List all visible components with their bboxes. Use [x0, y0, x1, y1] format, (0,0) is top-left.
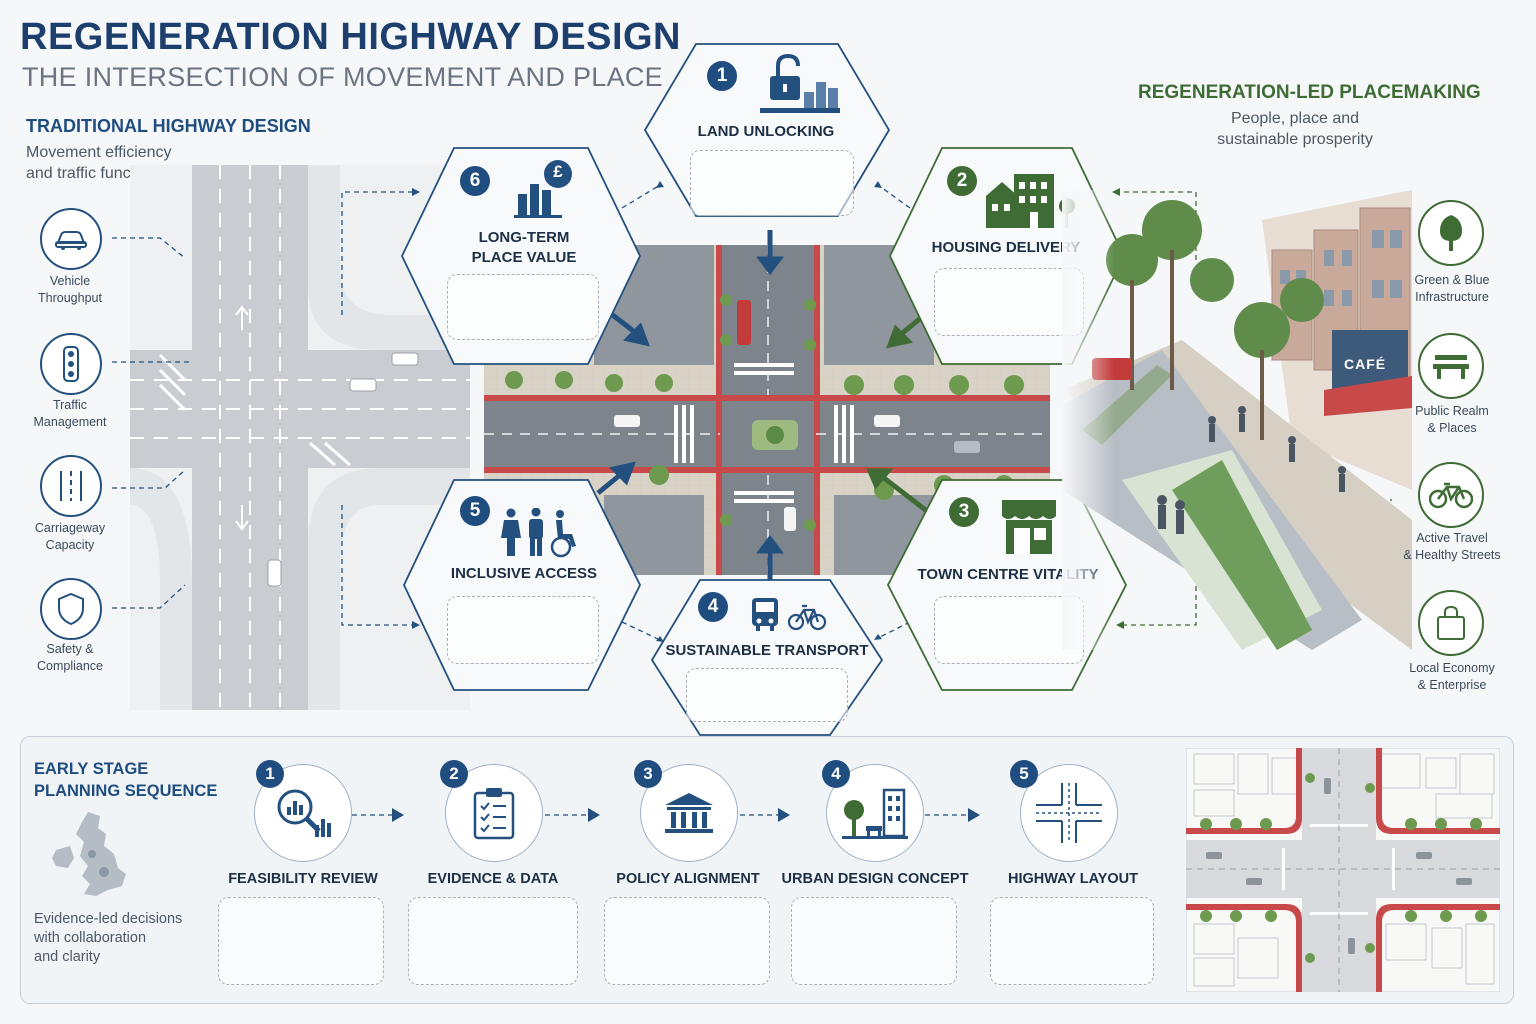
lanes-icon [40, 455, 102, 517]
placemaking-item-label: Active Travel& Healthy Streets [1403, 531, 1501, 562]
tree-icon [1418, 200, 1484, 266]
step-number-badge: 1 [256, 760, 284, 788]
planning-heading: EARLY STAGE PLANNING SEQUENCE [34, 760, 218, 800]
step-number-badge: 5 [1010, 760, 1038, 788]
step-label-evidence-data: EVIDENCE & DATA [427, 871, 559, 887]
hex-number-badge: 3 [949, 497, 979, 527]
hex-number-badge: 1 [707, 61, 737, 91]
chart-pound-icon [514, 160, 572, 218]
hex-note-placeholder[interactable] [447, 274, 599, 340]
step-note-placeholder[interactable] [408, 897, 578, 985]
traffic-light-icon [40, 333, 102, 395]
bicycle-icon [1418, 462, 1484, 528]
hex-label-town-centre-vitality: TOWN CENTRE VITALITY [917, 566, 1099, 583]
hex-number-badge: 5 [460, 496, 490, 526]
step-circle [640, 764, 738, 862]
storefront-icon [1002, 500, 1056, 554]
hex-label-housing-delivery: HOUSING DELIVERY [931, 239, 1081, 256]
placemaking-heading: REGENERATION-LED PLACEMAKING [1138, 82, 1481, 103]
placemaking-description: People, place and sustainable prosperity [1217, 110, 1373, 148]
bench-icon [1418, 333, 1484, 399]
bus-bicycle-icon [752, 598, 827, 631]
hex-note-placeholder[interactable] [690, 150, 854, 216]
traditional-heading: TRADITIONAL HIGHWAY DESIGN [26, 116, 311, 136]
junction-layout-icon [1036, 783, 1102, 843]
step-label-policy-alignment: POLICY ALIGNMENT [616, 871, 760, 887]
junction-plan-view-map [1186, 748, 1500, 992]
hex-note-placeholder[interactable] [686, 668, 848, 722]
people-icon [501, 508, 576, 558]
hex-label-inclusive-access: INCLUSIVE ACCESS [450, 565, 598, 582]
unlock-icon [760, 53, 840, 113]
magnifier-chart-icon [277, 789, 331, 837]
cafe-sign: CAFÉ [1344, 356, 1387, 372]
step-label-urban-design-concept: URBAN DESIGN CONCEPT [781, 871, 969, 887]
page-title: REGENERATION HIGHWAY DESIGN [20, 16, 682, 58]
page-subtitle: THE INTERSECTION OF MOVEMENT AND PLACE [22, 62, 663, 92]
hex-label-long-term-place-value: LONG-TERM PLACE VALUE [471, 229, 577, 266]
hex-number-badge: 6 [460, 166, 490, 196]
traditional-item-label: Safety &Compliance [36, 642, 103, 673]
traditional-description: Movement efficiency and traffic function [26, 144, 172, 182]
planning-description: Evidence-led decisions with collaboratio… [34, 911, 183, 965]
placemaking-street-illustration [1062, 190, 1412, 650]
hex-number-badge: 4 [698, 592, 728, 622]
shield-icon [40, 578, 102, 640]
step-label-highway-layout: HIGHWAY LAYOUT [1008, 871, 1138, 887]
hex-label-sustainable-transport: SUSTAINABLE TRANSPORT [665, 642, 869, 659]
hex-note-placeholder[interactable] [447, 596, 599, 664]
urban-design-icon [842, 788, 908, 839]
uk-map-icon [52, 812, 126, 896]
clipboard-icon [473, 788, 515, 840]
step-number-badge: 4 [822, 760, 850, 788]
hex-number-badge: 2 [947, 166, 977, 196]
step-number-badge: 2 [440, 760, 468, 788]
step-note-placeholder[interactable] [990, 897, 1154, 985]
pound-symbol: £ [553, 162, 563, 181]
step-note-placeholder[interactable] [791, 897, 957, 985]
central-flow-arrows [596, 230, 934, 580]
step-number-badge: 3 [634, 760, 662, 788]
placemaking-item-label: Local Economy& Enterprise [1409, 661, 1495, 692]
car-icon [40, 208, 102, 270]
step-connectors [352, 808, 980, 822]
government-building-icon [665, 793, 713, 833]
step-note-placeholder[interactable] [218, 897, 384, 985]
shopping-bag-icon [1418, 590, 1484, 656]
placemaking-item-label: Public Realm& Places [1415, 404, 1489, 435]
step-label-feasibility-review: FEASIBILITY REVIEW [228, 871, 378, 887]
step-note-placeholder[interactable] [604, 897, 770, 985]
hex-note-placeholder[interactable] [934, 596, 1084, 664]
hex-label-land-unlocking: LAND UNLOCKING [697, 123, 835, 140]
